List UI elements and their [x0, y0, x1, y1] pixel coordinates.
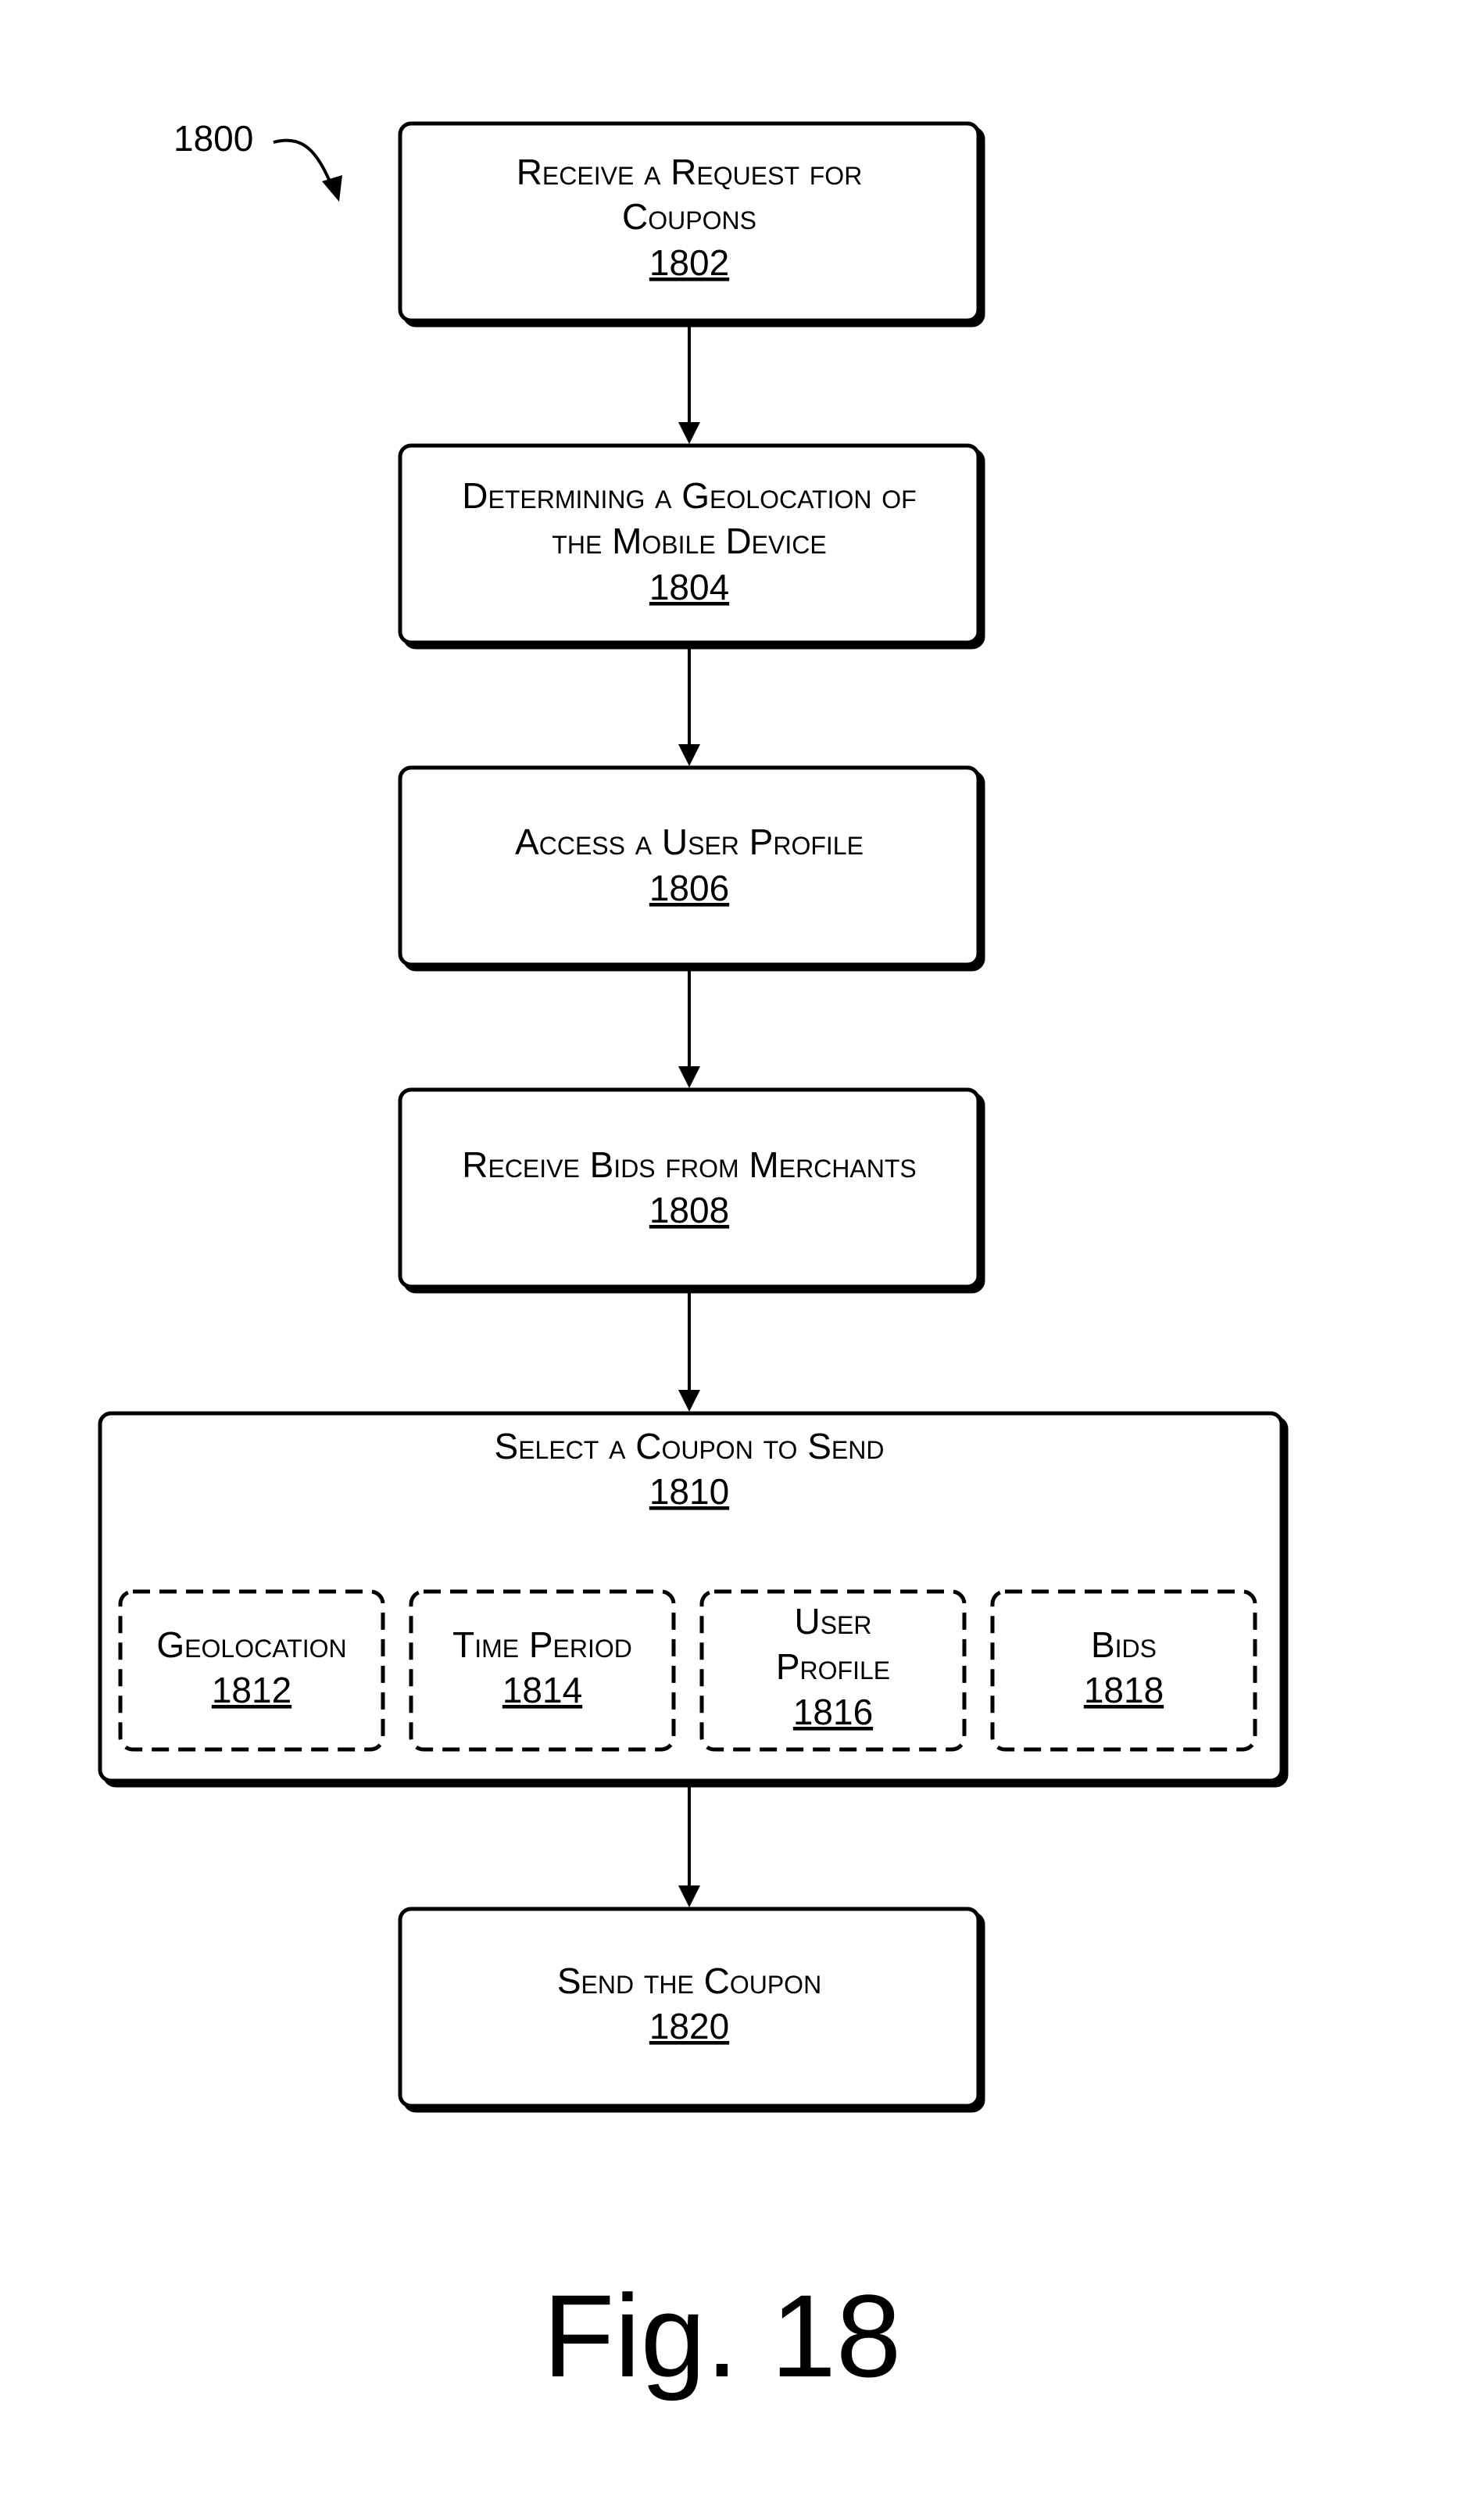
step-box-1808: Receive Bids from Merchants 1808 — [400, 1090, 978, 1287]
factor-1816-line-2: Profile — [776, 1646, 890, 1687]
step-1804-line-1: Determining a Geolocation of — [462, 475, 916, 516]
step-1810-ref: 1810 — [649, 1471, 729, 1512]
step-1808-ref: 1808 — [649, 1190, 729, 1230]
factor-1818-line-1: Bids — [1091, 1624, 1157, 1665]
step-1806-line-1: Access a User Profile — [515, 822, 864, 862]
step-box-1810: Select a Coupon to Send 1810 Geolocation… — [100, 1413, 1282, 1781]
step-1806-ref: 1806 — [649, 868, 729, 908]
figure-ref-arrowhead — [322, 175, 342, 202]
step-1804-ref: 1804 — [649, 567, 729, 607]
step-box-1806: Access a User Profile 1806 — [400, 768, 978, 965]
factor-1816-line-1: User — [794, 1601, 871, 1642]
step-1808-line-1: Receive Bids from Merchants — [462, 1144, 917, 1185]
factor-1814-line-1: Time Period — [452, 1624, 632, 1665]
arrowhead-1808-1810 — [678, 1390, 700, 1412]
step-box-1820: Send the Coupon 1820 — [400, 1909, 978, 2106]
step-box-1804: Determining a Geolocation of the Mobile … — [400, 446, 978, 643]
factor-1818-ref: 1818 — [1084, 1670, 1164, 1710]
arrowhead-1810-1820 — [678, 1885, 700, 1907]
step-1804-line-2: the Mobile Device — [552, 521, 826, 561]
arrowhead-1802-1804 — [678, 422, 700, 444]
factor-1812-line-1: Geolocation — [156, 1624, 346, 1665]
step-1802-line-1: Receive a Request for — [517, 152, 863, 192]
factor-1812-ref: 1812 — [212, 1670, 291, 1710]
step-1810-line-1: Select a Coupon to Send — [495, 1426, 885, 1466]
step-1802-line-2: Coupons — [622, 196, 756, 237]
figure-caption: Fig. 18 — [543, 2270, 902, 2401]
arrowhead-1806-1808 — [678, 1066, 700, 1088]
figure-ref-label: 1800 — [173, 118, 253, 159]
step-1820-line-1: Send the Coupon — [557, 1961, 821, 2001]
arrowhead-1804-1806 — [678, 744, 700, 766]
factor-1814-ref: 1814 — [502, 1670, 582, 1710]
step-1820-ref: 1820 — [649, 2006, 729, 2046]
factor-1816-ref: 1816 — [793, 1692, 873, 1732]
step-box-1802: Receive a Request for Coupons 1802 — [400, 124, 978, 320]
step-1802-ref: 1802 — [649, 242, 729, 283]
